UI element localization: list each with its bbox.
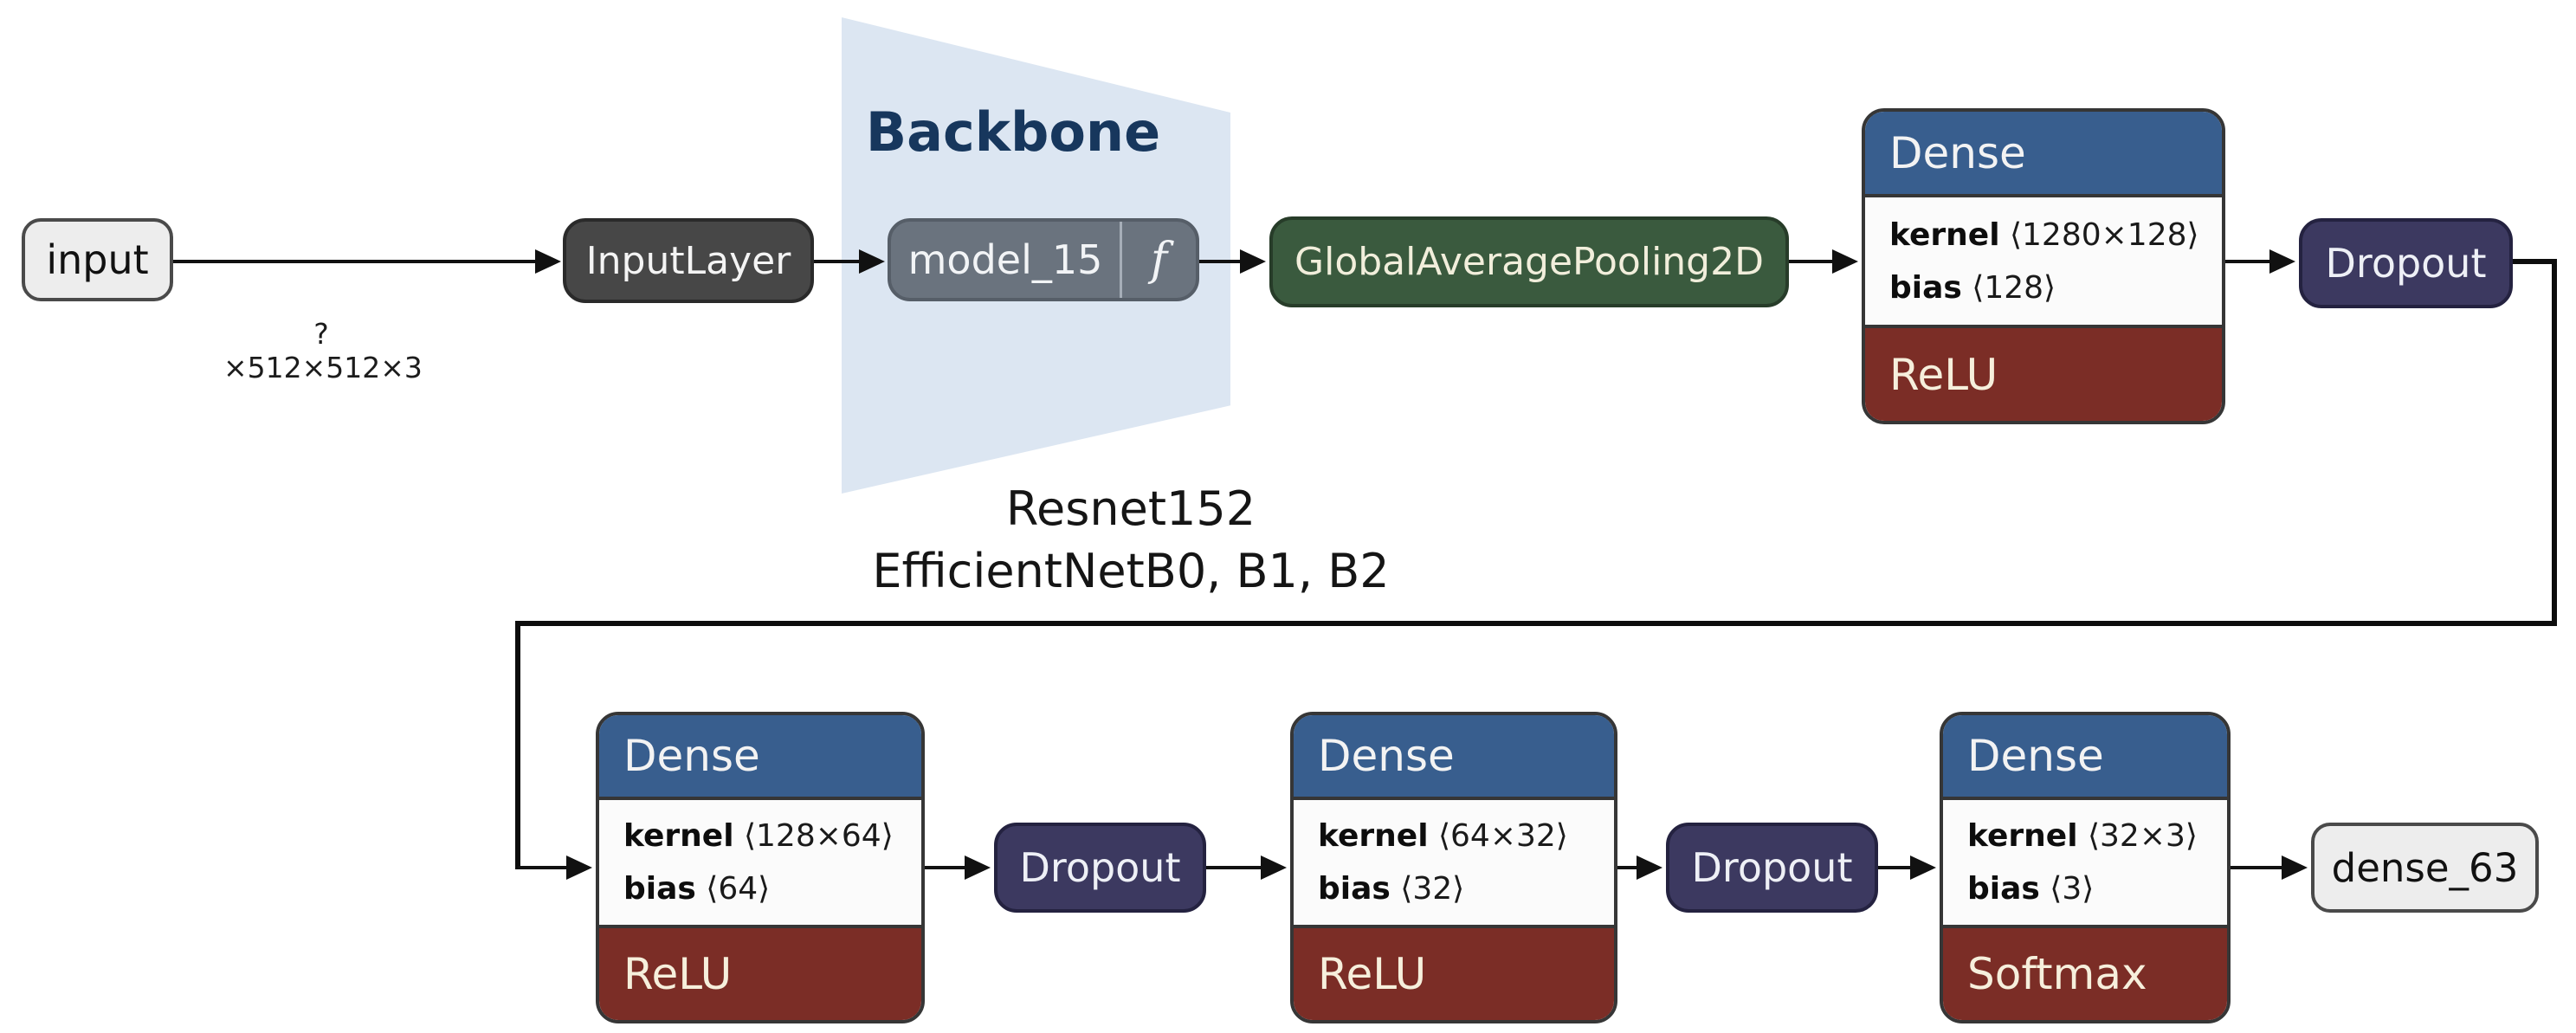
dense-1-header: Dense — [1865, 112, 2222, 197]
node-dense-4: Dense kernel ⟨32×3⟩ bias ⟨3⟩ Softmax — [1940, 712, 2231, 1023]
node-backbone-model: model_15 f — [888, 218, 1199, 301]
dense-1-params: kernel ⟨1280×128⟩ bias ⟨128⟩ — [1865, 197, 2222, 325]
dense-2-bias-row: bias ⟨64⟩ — [623, 871, 921, 907]
edge-input-to-inputlayer — [173, 260, 535, 263]
dense-1-activation: ReLU — [1865, 325, 2222, 421]
dense-4-bias-row: bias ⟨3⟩ — [1967, 871, 2227, 907]
arrowhead — [566, 855, 592, 880]
arrowhead — [535, 249, 561, 274]
bias-label: bias — [623, 871, 696, 907]
edge-inputlayer-to-model — [814, 260, 861, 263]
edge-pooling-to-dense1 — [1789, 260, 1834, 263]
arrowhead — [2269, 249, 2295, 274]
dense-3-header: Dense — [1294, 715, 1614, 800]
kernel-shape: ⟨32×3⟩ — [2087, 818, 2198, 854]
model-node-divider — [1120, 222, 1122, 298]
dense-3-kernel-row: kernel ⟨64×32⟩ — [1318, 818, 1614, 854]
input-shape-label: ?×512×512×3 — [223, 317, 423, 384]
arrowhead — [965, 855, 991, 880]
dense-1-kernel-row: kernel ⟨1280×128⟩ — [1889, 217, 2222, 253]
edge-dense1-to-dropout1 — [2225, 260, 2271, 263]
arrowhead — [1637, 855, 1662, 880]
kernel-shape: ⟨1280×128⟩ — [2009, 216, 2199, 253]
dense-4-kernel-row: kernel ⟨32×3⟩ — [1967, 818, 2227, 854]
dense-4-activation: Softmax — [1943, 925, 2227, 1020]
edge-dropout2-to-dense3 — [1206, 866, 1261, 869]
arrowhead — [859, 249, 885, 274]
edge-dense3-to-dropout3 — [1617, 866, 1638, 869]
backbone-note-line2: EfficientNetB0, B1, B2 — [872, 544, 1390, 598]
node-dense-1: Dense kernel ⟨1280×128⟩ bias ⟨128⟩ ReLU — [1862, 108, 2225, 424]
kernel-label: kernel — [623, 818, 734, 854]
bias-shape: ⟨64⟩ — [706, 871, 771, 907]
kernel-shape: ⟨128×64⟩ — [743, 818, 894, 854]
bias-shape: ⟨3⟩ — [2050, 871, 2095, 907]
backbone-models-note: Resnet152 EfficientNetB0, B1, B2 — [823, 478, 1439, 603]
node-global-average-pooling2d: GlobalAveragePooling2D — [1269, 216, 1789, 307]
bias-shape: ⟨128⟩ — [1972, 269, 2056, 306]
edge-route-into-dense2 — [518, 866, 566, 869]
arrowhead — [1240, 249, 1266, 274]
dense-2-header: Dense — [599, 715, 921, 800]
backbone-title: Backbone — [865, 100, 1161, 164]
node-dense-2: Dense kernel ⟨128×64⟩ bias ⟨64⟩ ReLU — [596, 712, 925, 1023]
kernel-label: kernel — [1889, 216, 2000, 253]
dense-2-params: kernel ⟨128×64⟩ bias ⟨64⟩ — [599, 800, 921, 925]
edge-model-to-pooling — [1199, 260, 1242, 263]
dense-2-kernel-row: kernel ⟨128×64⟩ — [623, 818, 921, 854]
node-inputlayer: InputLayer — [563, 218, 814, 303]
edge-dense2-to-dropout2 — [925, 866, 965, 869]
function-symbol: f — [1150, 234, 1168, 286]
bias-shape: ⟨32⟩ — [1400, 871, 1465, 907]
dense-2-activation: ReLU — [599, 925, 921, 1020]
dense-3-activation: ReLU — [1294, 925, 1614, 1020]
dense-3-params: kernel ⟨64×32⟩ bias ⟨32⟩ — [1294, 800, 1614, 925]
dense-4-header: Dense — [1943, 715, 2227, 800]
arrowhead — [2282, 855, 2308, 880]
bias-label: bias — [1889, 269, 1962, 306]
arrowhead — [1832, 249, 1858, 274]
kernel-shape: ⟨64×32⟩ — [1437, 818, 1568, 854]
backbone-model-label: model_15 — [907, 236, 1103, 283]
node-dropout-3: Dropout — [1666, 823, 1878, 913]
edge-dense4-to-output — [2231, 866, 2282, 869]
node-output-dense63: dense_63 — [2311, 823, 2539, 913]
bias-label: bias — [1967, 871, 2040, 907]
edge-route-right-vertical — [2552, 259, 2557, 626]
dense-4-params: kernel ⟨32×3⟩ bias ⟨3⟩ — [1943, 800, 2227, 925]
node-dropout-2: Dropout — [994, 823, 1206, 913]
node-input: input — [22, 218, 173, 301]
edge-route-left-vertical — [515, 621, 520, 869]
kernel-label: kernel — [1967, 818, 2078, 854]
edge-route-top-horizontal — [2513, 259, 2557, 264]
backbone-note-line1: Resnet152 — [1005, 481, 1256, 536]
dense-3-bias-row: bias ⟨32⟩ — [1318, 871, 1614, 907]
dense-1-bias-row: bias ⟨128⟩ — [1889, 270, 2222, 306]
node-dense-3: Dense kernel ⟨64×32⟩ bias ⟨32⟩ ReLU — [1290, 712, 1617, 1023]
bias-label: bias — [1318, 871, 1391, 907]
kernel-label: kernel — [1318, 818, 1429, 854]
node-dropout-1: Dropout — [2299, 218, 2513, 308]
edge-dropout3-to-dense4 — [1878, 866, 1910, 869]
edge-route-long-horizontal — [515, 621, 2557, 626]
arrowhead — [1910, 855, 1936, 880]
arrowhead — [1261, 855, 1287, 880]
